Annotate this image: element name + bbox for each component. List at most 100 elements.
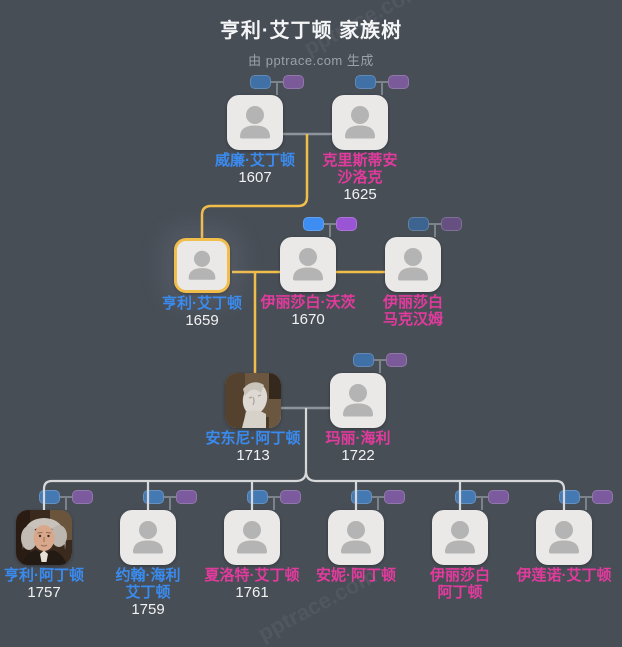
person-silhouette-icon [293, 248, 323, 281]
father-link-badge[interactable] [353, 353, 374, 367]
father-link-badge[interactable] [303, 217, 324, 231]
person-elizabeth-markham[interactable]: 伊丽莎白马克汉姆 [383, 217, 462, 328]
father-link-badge[interactable] [559, 490, 580, 504]
birth-year: 1625 [343, 186, 377, 203]
parent-link-badges [332, 75, 422, 95]
mother-link-badge[interactable] [336, 217, 357, 231]
person-card[interactable] [224, 510, 280, 565]
person-card[interactable] [120, 510, 176, 565]
person-name: 伊丽莎白 [429, 567, 490, 584]
parent-link-badges [120, 490, 210, 510]
painted-portrait [16, 510, 72, 565]
birth-year: 1757 [27, 584, 61, 601]
person-anne-addington[interactable]: 安妮·阿丁顿 [316, 490, 405, 584]
header: 亨利·艾丁顿 家族树 由 pptrace.com 生成 [0, 0, 622, 69]
father-link-badge[interactable] [247, 490, 268, 504]
person-name: 玛丽·海利 [325, 430, 391, 447]
mother-link-badge[interactable] [386, 353, 407, 367]
father-link-badge[interactable] [351, 490, 372, 504]
person-name: 伊莲诺·艾丁顿 [516, 567, 612, 584]
badge-node-connector [65, 497, 67, 510]
person-elizabeth-addington[interactable]: 伊丽莎白阿丁顿 [430, 490, 509, 601]
person-silhouette-icon [445, 521, 475, 554]
mother-link-badge[interactable] [280, 490, 301, 504]
person-card[interactable] [16, 510, 72, 565]
person-name: 阿丁顿 [437, 584, 483, 601]
person-name: 亨利·阿丁顿 [4, 567, 84, 584]
person-card[interactable] [330, 373, 386, 428]
person-name: 沙洛克 [337, 169, 383, 186]
mother-link-badge[interactable] [384, 490, 405, 504]
parent-link-badges [432, 490, 522, 510]
person-name: 约翰·海利 [115, 567, 181, 584]
badge-node-connector [585, 497, 587, 510]
person-card[interactable] [227, 95, 283, 150]
person-silhouette-icon [341, 521, 371, 554]
person-name: 艾丁顿 [125, 584, 171, 601]
mother-link-badge[interactable] [488, 490, 509, 504]
person-card[interactable] [385, 237, 441, 292]
birth-year: 1670 [291, 311, 325, 328]
parent-link-badges [227, 75, 317, 95]
person-label: 伊莲诺·艾丁顿 [489, 567, 622, 584]
person-card[interactable] [280, 237, 336, 292]
mother-link-badge[interactable] [441, 217, 462, 231]
father-link-badge[interactable] [250, 75, 271, 89]
birth-year: 1759 [131, 601, 165, 618]
parent-link-badges [330, 353, 420, 373]
person-name: 马克汉姆 [382, 311, 443, 328]
person-card[interactable] [536, 510, 592, 565]
person-card[interactable] [432, 510, 488, 565]
person-silhouette-icon [133, 521, 163, 554]
page-subtitle: 由 pptrace.com 生成 [248, 53, 374, 68]
person-name: 夏洛特·艾丁顿 [204, 567, 300, 584]
birth-year: 1659 [185, 312, 219, 329]
parent-link-badges [224, 490, 314, 510]
person-card[interactable] [332, 95, 388, 150]
birth-year: 1761 [235, 584, 269, 601]
father-link-badge[interactable] [355, 75, 376, 89]
mother-link-badge[interactable] [72, 490, 93, 504]
parent-link-badges [385, 217, 475, 237]
mother-link-badge[interactable] [388, 75, 409, 89]
father-link-badge[interactable] [455, 490, 476, 504]
person-silhouette-icon [398, 248, 428, 281]
badge-node-connector [434, 224, 436, 237]
person-label: 伊丽莎白阿丁顿 [385, 567, 535, 601]
badge-node-connector [381, 82, 383, 95]
mother-link-badge[interactable] [176, 490, 197, 504]
person-name: 安妮·阿丁顿 [316, 567, 396, 584]
person-eleanor-addington[interactable]: 伊莲诺·艾丁顿 [517, 490, 613, 584]
person-name: 亨利·艾丁顿 [162, 295, 242, 312]
person-card[interactable] [328, 510, 384, 565]
person-name: 伊丽莎白 [382, 294, 443, 311]
father-link-badge[interactable] [408, 217, 429, 231]
father-link-badge[interactable] [39, 490, 60, 504]
person-card[interactable] [225, 373, 281, 428]
badge-node-connector [276, 82, 278, 95]
person-silhouette-icon [549, 521, 579, 554]
mother-link-badge[interactable] [592, 490, 613, 504]
person-card[interactable] [174, 238, 230, 293]
mother-link-badge[interactable] [283, 75, 304, 89]
parent-link-badges [328, 490, 418, 510]
badge-node-connector [377, 497, 379, 510]
father-link-badge[interactable] [143, 490, 164, 504]
